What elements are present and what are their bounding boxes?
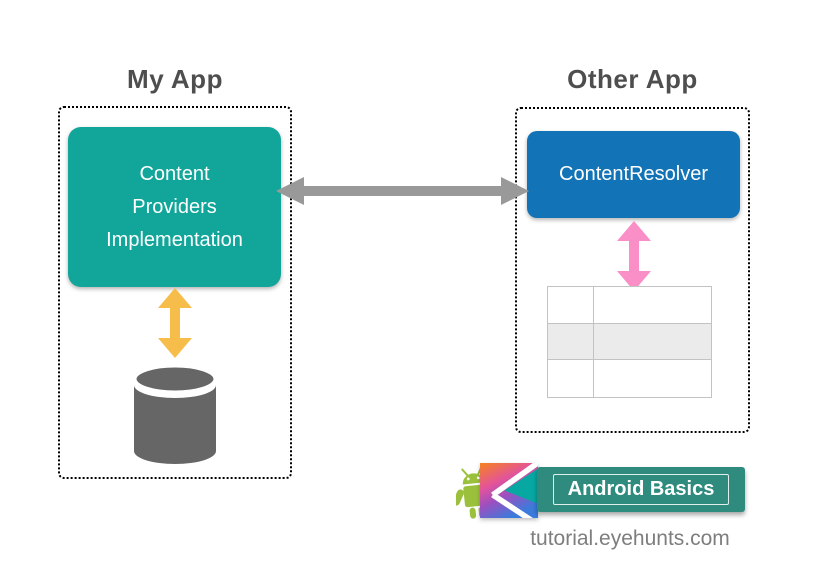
other-app-boundary — [515, 107, 750, 433]
content-provider-box: Content Providers Implementation — [68, 127, 281, 287]
table-cell — [548, 287, 594, 323]
table-cell — [548, 323, 594, 360]
android-basics-label: Android Basics — [552, 474, 730, 505]
site-url: tutorial.eyehunts.com — [530, 527, 730, 550]
my-app-boundary — [58, 106, 292, 479]
table-cell — [594, 324, 711, 360]
table-row — [548, 287, 711, 324]
my-app-title: My App — [127, 64, 223, 94]
ipc-arrow-icon — [276, 177, 529, 205]
table-cell — [594, 360, 711, 397]
android-basics-banner: Android Basics — [537, 467, 745, 512]
kotlin-logo-icon — [480, 463, 538, 518]
content-resolver-label: ContentResolver — [559, 163, 708, 185]
table-cell — [548, 360, 594, 397]
provider-database-arrow-icon — [158, 288, 192, 358]
table-row-highlighted — [548, 323, 711, 361]
data-table — [547, 286, 712, 398]
resolver-table-arrow-icon — [617, 221, 651, 291]
other-app-title: Other App — [567, 64, 698, 94]
table-cell — [594, 287, 711, 323]
content-provider-label: Content Providers Implementation — [106, 162, 243, 251]
table-row — [548, 360, 711, 397]
database-icon — [134, 365, 216, 464]
content-resolver-box: ContentResolver — [527, 131, 740, 218]
